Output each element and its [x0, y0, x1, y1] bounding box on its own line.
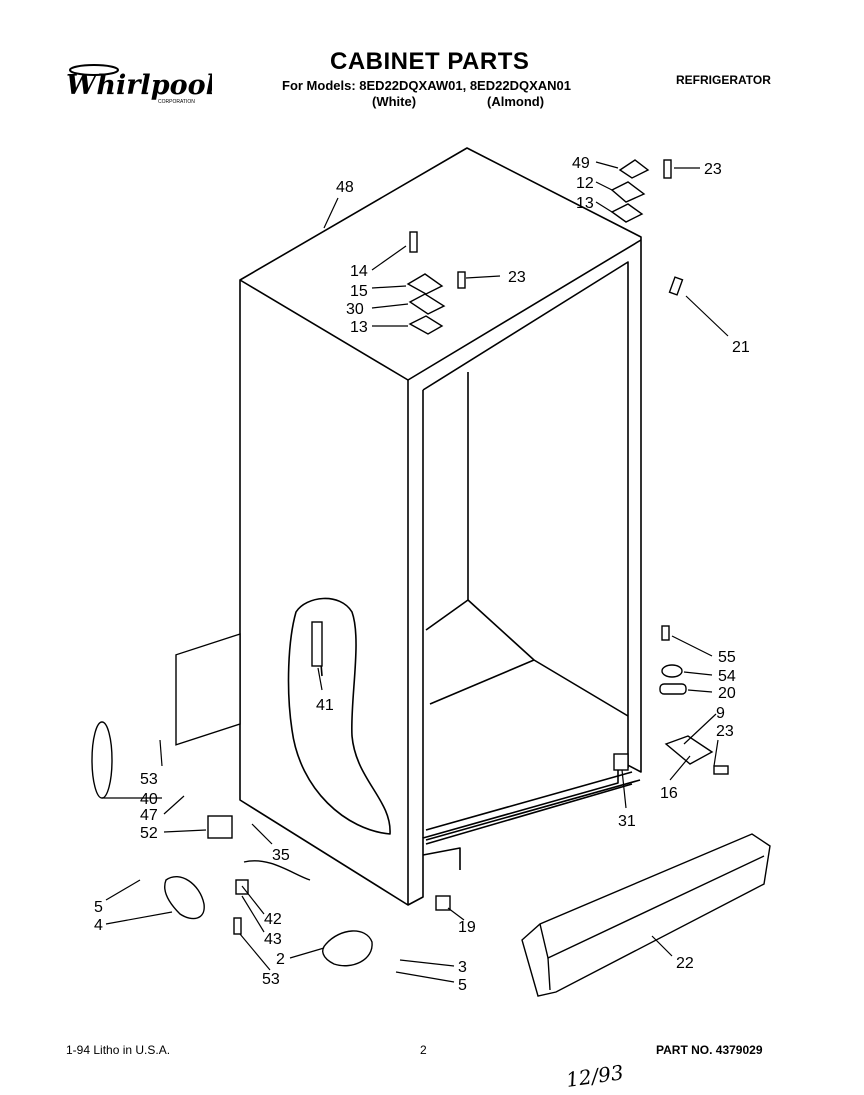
callout-3: 3	[458, 959, 467, 976]
callout-23-low: 23	[716, 723, 734, 740]
part-55-screw	[661, 625, 670, 641]
callout-5-left: 5	[94, 899, 103, 916]
callout-5-right: 5	[458, 977, 467, 994]
part-13-shim-left	[408, 315, 444, 335]
part-41-spring	[311, 621, 323, 667]
callout-54: 54	[718, 668, 736, 685]
part-40-power-cord	[91, 721, 113, 799]
part-54-washer	[661, 664, 683, 678]
callout-19: 19	[458, 919, 476, 936]
part-number: PART NO. 4379029	[656, 1043, 763, 1057]
callout-23-top: 23	[704, 161, 722, 178]
page-number: 2	[420, 1043, 427, 1057]
brand-name: Whirlpool	[66, 70, 212, 101]
part-49-hinge-cover	[618, 159, 650, 179]
callout-49: 49	[572, 155, 590, 172]
callout-12: 12	[576, 175, 594, 192]
part-52-clamp	[207, 815, 233, 839]
callout-43: 43	[264, 931, 282, 948]
callout-16: 16	[660, 785, 678, 802]
cabinet-drawing	[239, 147, 642, 906]
callout-40: 40	[140, 791, 158, 808]
part-23-screw-low	[713, 765, 729, 775]
part-14-pin	[409, 231, 418, 253]
part-15-hinge-cover	[406, 273, 444, 295]
callout-14: 14	[350, 263, 368, 280]
callout-48: 48	[336, 179, 354, 196]
part-12-hinge	[610, 181, 646, 203]
part-13-shim	[610, 203, 644, 223]
part-35-tube	[243, 860, 311, 881]
leader-lines	[102, 161, 729, 983]
callout-13-left: 13	[350, 319, 368, 336]
callout-15: 15	[350, 283, 368, 300]
callout-35: 35	[272, 847, 290, 864]
part-22-toe-grille	[521, 833, 771, 997]
callout-13-top: 13	[576, 195, 594, 212]
models-line: For Models: 8ED22DQXAW01, 8ED22DQXAN01	[282, 78, 571, 93]
callout-2: 2	[276, 951, 285, 968]
part-30-hinge	[408, 293, 446, 315]
parts-sketches	[91, 159, 771, 997]
page-title: CABINET PARTS	[330, 48, 530, 75]
callout-47: 47	[140, 807, 158, 824]
callout-20: 20	[718, 685, 736, 702]
callout-52: 52	[140, 825, 158, 842]
cabinet-shell	[239, 147, 642, 906]
part-2-roller-assembly	[322, 930, 373, 967]
part-53-cover-panel	[175, 633, 241, 746]
whirlpool-logo: Whirlpool CORPORATION	[62, 60, 216, 108]
callout-22: 22	[676, 955, 694, 972]
part-4-roller	[164, 876, 205, 920]
callout-4: 4	[94, 917, 103, 934]
part-23-screw-mid	[457, 271, 466, 289]
part-16-hinge-bracket	[664, 735, 714, 765]
callout-42: 42	[264, 911, 282, 928]
callout-9: 9	[716, 705, 725, 722]
callout-53-lower: 53	[262, 971, 280, 988]
part-53-screw-low	[233, 917, 242, 935]
color-white-label: (White)	[372, 94, 417, 109]
callout-30: 30	[346, 301, 364, 318]
part-21-plug	[668, 276, 684, 296]
callout-41: 41	[316, 697, 334, 714]
appliance-type: REFRIGERATOR	[676, 73, 771, 87]
part-19-bracket	[435, 895, 451, 911]
callout-23-mid: 23	[508, 269, 526, 286]
whirlpool-logo-graphic: Whirlpool CORPORATION	[66, 64, 216, 105]
callout-31: 31	[618, 813, 636, 830]
brand-sub: CORPORATION	[158, 99, 195, 105]
callout-21: 21	[732, 339, 750, 356]
part-31-bracket	[613, 753, 629, 771]
cabinet-front-inner-top	[422, 261, 629, 768]
litho-note: 1-94 Litho in U.S.A.	[66, 1043, 171, 1057]
callout-55: 55	[718, 649, 736, 666]
callout-53-upper: 53	[140, 771, 158, 788]
part-20-plate	[659, 683, 687, 695]
part-23-screw-top	[663, 159, 672, 179]
color-almond-label: (Almond)	[487, 94, 545, 109]
